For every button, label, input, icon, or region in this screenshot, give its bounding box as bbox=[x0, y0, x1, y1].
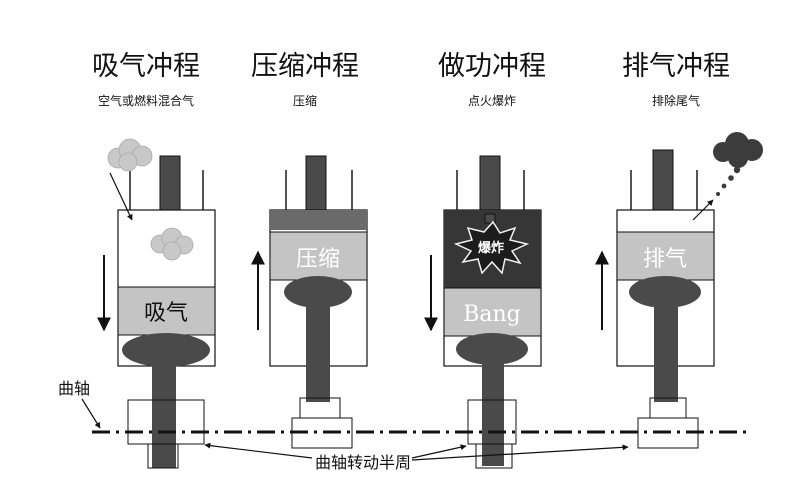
intake-connecting-rod bbox=[152, 360, 176, 468]
half-turn-arrow-exhaust bbox=[411, 444, 629, 461]
intake-flow-arrow bbox=[109, 172, 133, 221]
half-turn-arrow-power bbox=[411, 444, 467, 459]
compression-piston-label: 压缩 bbox=[296, 247, 340, 272]
intake-crank-pin bbox=[147, 443, 179, 469]
compression-connecting-rod-head bbox=[284, 276, 352, 308]
crankshaft-pointer-arrow bbox=[81, 398, 101, 429]
intake-air-cloud bbox=[107, 138, 153, 172]
power-connecting-rod-head bbox=[456, 333, 528, 365]
intake-piston bbox=[117, 286, 216, 336]
exhaust-smoke-cloud bbox=[713, 132, 763, 168]
exhaust-flow-arrow bbox=[692, 199, 714, 221]
intake-piston-label: 吸气 bbox=[144, 301, 188, 326]
title-compression-stroke: 压缩冲程 bbox=[251, 51, 359, 82]
explosion-burst bbox=[453, 220, 530, 275]
compression-piston bbox=[269, 231, 368, 281]
compression-connecting-rod bbox=[306, 298, 330, 402]
power-stroke-panel: 爆炸 Bang bbox=[424, 155, 542, 469]
exhaust-valve-rod bbox=[652, 149, 674, 219]
subtitle-power-stroke: 点火爆炸 bbox=[467, 94, 516, 108]
power-connecting-rod bbox=[482, 354, 504, 466]
title-exhaust-stroke: 排气冲程 bbox=[622, 51, 730, 82]
exhaust-connecting-rod bbox=[654, 298, 678, 402]
power-valve-rod bbox=[479, 155, 501, 219]
exhaust-stroke-panel: 排气 bbox=[595, 132, 763, 449]
exhaust-piston-label: 排气 bbox=[643, 247, 687, 272]
subtitle-intake-stroke: 空气或燃料混合气 bbox=[97, 94, 194, 108]
subtitle-exhaust-stroke: 排除尾气 bbox=[651, 94, 700, 108]
compression-chamber bbox=[270, 210, 367, 230]
exhaust-smoke-dots bbox=[716, 166, 741, 196]
subtitle-compression-stroke: 压缩 bbox=[292, 94, 317, 108]
title-intake-stroke: 吸气冲程 bbox=[92, 51, 200, 82]
compression-stroke-panel: 压缩 bbox=[251, 155, 368, 449]
intake-connecting-rod-head bbox=[122, 333, 210, 367]
half-turn-arrow-intake bbox=[204, 442, 313, 459]
intake-mixture-cloud bbox=[150, 227, 194, 261]
power-spark-plug bbox=[484, 213, 496, 224]
power-piston-label: Bang bbox=[463, 302, 521, 327]
intake-valve-rod bbox=[159, 155, 181, 219]
crankshaft-label: 曲轴 bbox=[58, 379, 90, 398]
explosion-label: 爆炸 bbox=[478, 240, 504, 256]
intake-stroke-panel: 吸气 bbox=[97, 138, 216, 469]
half-turn-label: 曲轴转动半周 bbox=[315, 453, 411, 472]
title-power-stroke: 做功冲程 bbox=[438, 51, 546, 82]
power-piston bbox=[443, 287, 542, 337]
compression-valve-rod bbox=[305, 155, 327, 219]
exhaust-connecting-rod-head bbox=[629, 276, 701, 308]
